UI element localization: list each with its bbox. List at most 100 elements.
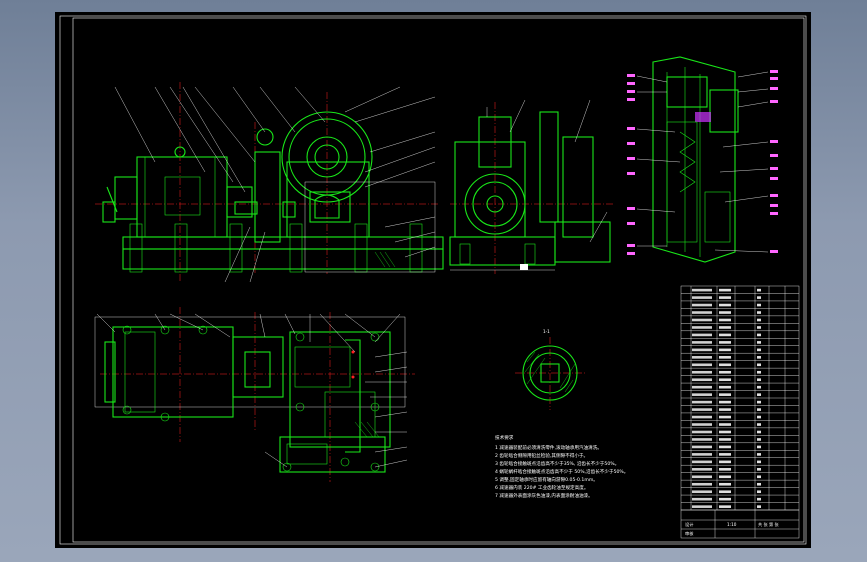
parts-list-code-cell (692, 497, 712, 501)
parts-list-qty-cell (757, 490, 761, 494)
parts-list-name-cell (719, 423, 731, 426)
parts-list-code-cell (692, 430, 712, 434)
isometric-view (627, 56, 778, 263)
parts-list-name-cell (719, 505, 731, 508)
parts-list-code-cell (692, 408, 712, 411)
checked-label: 审核 (685, 530, 694, 537)
parts-list-qty-cell (757, 482, 761, 486)
parts-list-name-cell (719, 408, 731, 411)
parts-list-code-cell (692, 348, 712, 352)
parts-list-qty-cell (757, 385, 761, 389)
parts-list-name-cell (719, 482, 731, 486)
parts-list-qty-cell (757, 296, 761, 299)
parts-list-name-cell (719, 378, 731, 382)
parts-list-name-cell (719, 415, 731, 419)
tech-req-line: 1 减速器装配前必须清洗零件,滚动轴承用汽油清洗。 (495, 444, 602, 451)
parts-list-code-cell (692, 438, 712, 441)
parts-list-qty-cell (757, 460, 761, 464)
parts-list-qty-cell (757, 445, 761, 449)
parts-list-code-cell (692, 318, 712, 322)
parts-list-name-cell (719, 460, 731, 464)
parts-list-qty-cell (757, 288, 761, 292)
parts-list-name-cell (719, 356, 731, 359)
tech-req-line: 7 减速器外表面涂灰色油漆,内表面涂耐油油漆。 (495, 492, 593, 499)
parts-list-name-cell (719, 430, 731, 434)
parts-list-code-cell (692, 326, 712, 329)
section-label: 1-1 (543, 329, 550, 334)
tech-req-line: 3 齿轮啮合接触斑点沿齿高不少于35%, 沿齿长不少于50%。 (495, 460, 619, 467)
parts-list-code-cell (692, 400, 712, 404)
parts-list-qty-cell (757, 370, 761, 374)
outer-frame (59, 15, 807, 545)
parts-list-code-cell (692, 333, 712, 337)
tech-req-heading: 技术要求 (495, 434, 514, 441)
parts-list-code-cell (692, 415, 712, 419)
parts-list-name-cell (719, 497, 731, 501)
parts-list-name-cell (719, 438, 731, 441)
parts-list-name-cell (719, 453, 731, 456)
parts-list-qty-cell (757, 430, 761, 434)
parts-list-code-cell (692, 445, 712, 449)
parts-list-name-cell (719, 468, 731, 471)
side-view (449, 99, 615, 274)
parts-list-qty-cell (757, 356, 761, 359)
parts-list-name-cell (719, 318, 731, 322)
parts-list-code-cell (692, 505, 712, 508)
sheet-info: 共 张 第 张 (758, 521, 780, 528)
inner-frame (72, 17, 805, 543)
parts-list-qty-cell (757, 453, 761, 456)
parts-list-name-cell (719, 326, 731, 329)
parts-list-code-cell (692, 370, 712, 374)
parts-list-code-cell (692, 460, 712, 464)
parts-list-name-cell (719, 490, 731, 494)
parts-list-code-cell (692, 341, 712, 344)
top-view (94, 307, 415, 482)
parts-list-qty-cell (757, 408, 761, 411)
parts-list-name-cell (719, 393, 731, 396)
tech-req-line: 6 减速器内装 220# 工业齿轮油至规定高度。 (495, 484, 588, 491)
parts-list-qty-cell (757, 318, 761, 322)
parts-list-qty-cell (757, 363, 761, 367)
parts-list-qty-cell (757, 505, 761, 508)
parts-list-qty-cell (757, 438, 761, 441)
parts-list-name-cell (719, 303, 731, 307)
parts-list-qty-cell (757, 303, 761, 307)
parts-list-code-cell (692, 378, 712, 382)
parts-list-code-cell (692, 363, 712, 367)
parts-list-qty-cell (757, 311, 761, 314)
front-view (95, 82, 444, 283)
tech-req-line: 5 调整,固定轴承时应留有轴向游隙0.05-0.1mm。 (495, 476, 598, 483)
parts-list-qty-cell (757, 468, 761, 471)
parts-list-qty-cell (757, 348, 761, 352)
drawn-label: 设计 (685, 521, 693, 528)
parts-list-name-cell (719, 311, 731, 314)
scale-value: 1:10 (727, 522, 737, 527)
parts-list-code-cell (692, 475, 712, 479)
parts-list-code-cell (692, 482, 712, 486)
cad-viewport[interactable]: 1-1 技术要求 1 减速器装配前必须清洗零件,滚动轴承用汽油清洗。 2 齿轮啮… (55, 12, 811, 548)
parts-list-name-cell (719, 341, 731, 344)
technical-requirements: 技术要求 1 减速器装配前必须清洗零件,滚动轴承用汽油清洗。 2 齿轮啮合侧隙用… (495, 434, 628, 499)
parts-list-name-cell (719, 385, 731, 389)
parts-list-code-cell (692, 468, 712, 471)
parts-list-code-cell (692, 385, 712, 389)
cad-drawing: 1-1 技术要求 1 减速器装配前必须清洗零件,滚动轴承用汽油清洗。 2 齿轮啮… (59, 15, 807, 545)
parts-list-name-cell (719, 363, 731, 367)
tech-req-line: 4 蜗轮蜗杆啮合接触斑点沿齿高不少于 50%,沿齿长不少于50%。 (495, 468, 628, 475)
parts-list-code-cell (692, 296, 712, 299)
parts-list-name-cell (719, 288, 731, 292)
parts-list-qty-cell (757, 497, 761, 501)
parts-list-code-cell (692, 311, 712, 314)
parts-list-qty-cell (757, 378, 761, 382)
parts-list-name-cell (719, 348, 731, 352)
parts-list-qty-cell (757, 333, 761, 337)
parts-list-name-cell (719, 445, 731, 449)
parts-list-code-cell (692, 423, 712, 426)
parts-list-name-cell (719, 475, 731, 479)
tech-req-line: 2 齿轮啮合侧隙用铅丝检验,其侧隙不得小于。 (495, 452, 588, 459)
parts-list-qty-cell (757, 423, 761, 426)
parts-list (680, 285, 800, 511)
parts-list-name-cell (719, 370, 731, 374)
parts-list-code-cell (692, 303, 712, 307)
parts-list-qty-cell (757, 400, 761, 404)
